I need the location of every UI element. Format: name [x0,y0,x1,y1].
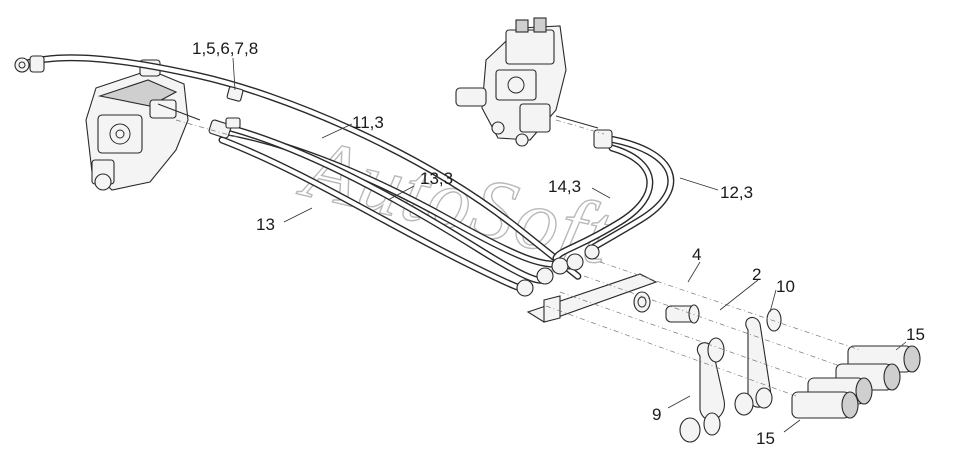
hose-fittings [14,55,613,297]
right-valve-block [455,17,599,147]
callout-4: 4 [692,245,701,264]
callout-14-3: 14,3 [548,177,581,196]
callout-12-3: 12,3 [720,183,753,202]
callout-13: 13 [256,215,275,234]
callout-10: 10 [776,277,795,296]
mounting-bracket [526,273,658,323]
leader-lines [232,57,907,433]
callout-15-top: 15 [906,325,925,344]
callout-13-3: 13,3 [420,169,453,188]
callout-11-3: 11,3 [352,113,384,132]
callout-2: 2 [752,265,761,284]
dust-caps [679,308,782,443]
callout-1-5-6-7-8: 1,5,6,7,8 [192,39,258,58]
callout-labels: 1,5,6,7,8 11,3 13,3 13 14,3 12,3 4 2 10 … [192,39,925,448]
callout-15-bottom: 15 [756,429,775,448]
quick-couplers [791,345,921,419]
callout-9: 9 [652,405,661,424]
assembly-centerlines [175,119,861,397]
left-valve-block [85,59,201,191]
coupling-parts [633,291,700,324]
